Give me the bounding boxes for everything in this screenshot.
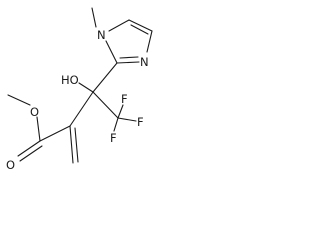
bond-c-f3 <box>117 117 137 122</box>
atom-label-fluorine-2: F <box>137 115 144 129</box>
bond-c-f1 <box>113 117 119 132</box>
bond-c-o-double-inner <box>19 145 43 162</box>
bond-c2-cq <box>92 62 118 93</box>
bond-c2-n1 <box>105 40 118 64</box>
atom-label-n-methyl: N <box>97 28 106 42</box>
bond-n3-c2-inner <box>119 56 139 59</box>
bond-cvinyl-ch2-inner <box>74 127 79 163</box>
atom-label-hydroxyl: HO <box>61 73 79 87</box>
bond-c5-c4 <box>128 19 153 32</box>
atom-label-fluorine-1: F <box>121 92 128 106</box>
bond-c-f2 <box>117 104 124 119</box>
bond-cq-cf3 <box>92 91 119 119</box>
bond-n-methyl <box>91 7 97 28</box>
bond-cq-oh <box>78 82 94 93</box>
atom-label-ester-o-double: O <box>6 158 15 172</box>
atom-label-ester-o-single: O <box>30 105 39 119</box>
bond-c5-c4-inner <box>130 24 149 35</box>
molecule-diagram: N N HO F F F O O <box>6 7 153 172</box>
bond-c4-n3 <box>146 30 153 53</box>
bond-c-o-single <box>36 116 41 142</box>
bond-o-methyl <box>7 94 31 106</box>
bond-cvinyl-ch2 <box>69 125 74 164</box>
bond-c-o-double <box>17 140 41 157</box>
bond-cvinyl-ccarbonyl <box>39 125 71 142</box>
atom-label-fluorine-3: F <box>110 131 117 145</box>
bond-n3-c2 <box>116 61 140 64</box>
bond-cq-cvinyl <box>69 91 94 127</box>
bond-n1-c5 <box>108 19 130 32</box>
atom-label-n-imine: N <box>140 55 149 69</box>
